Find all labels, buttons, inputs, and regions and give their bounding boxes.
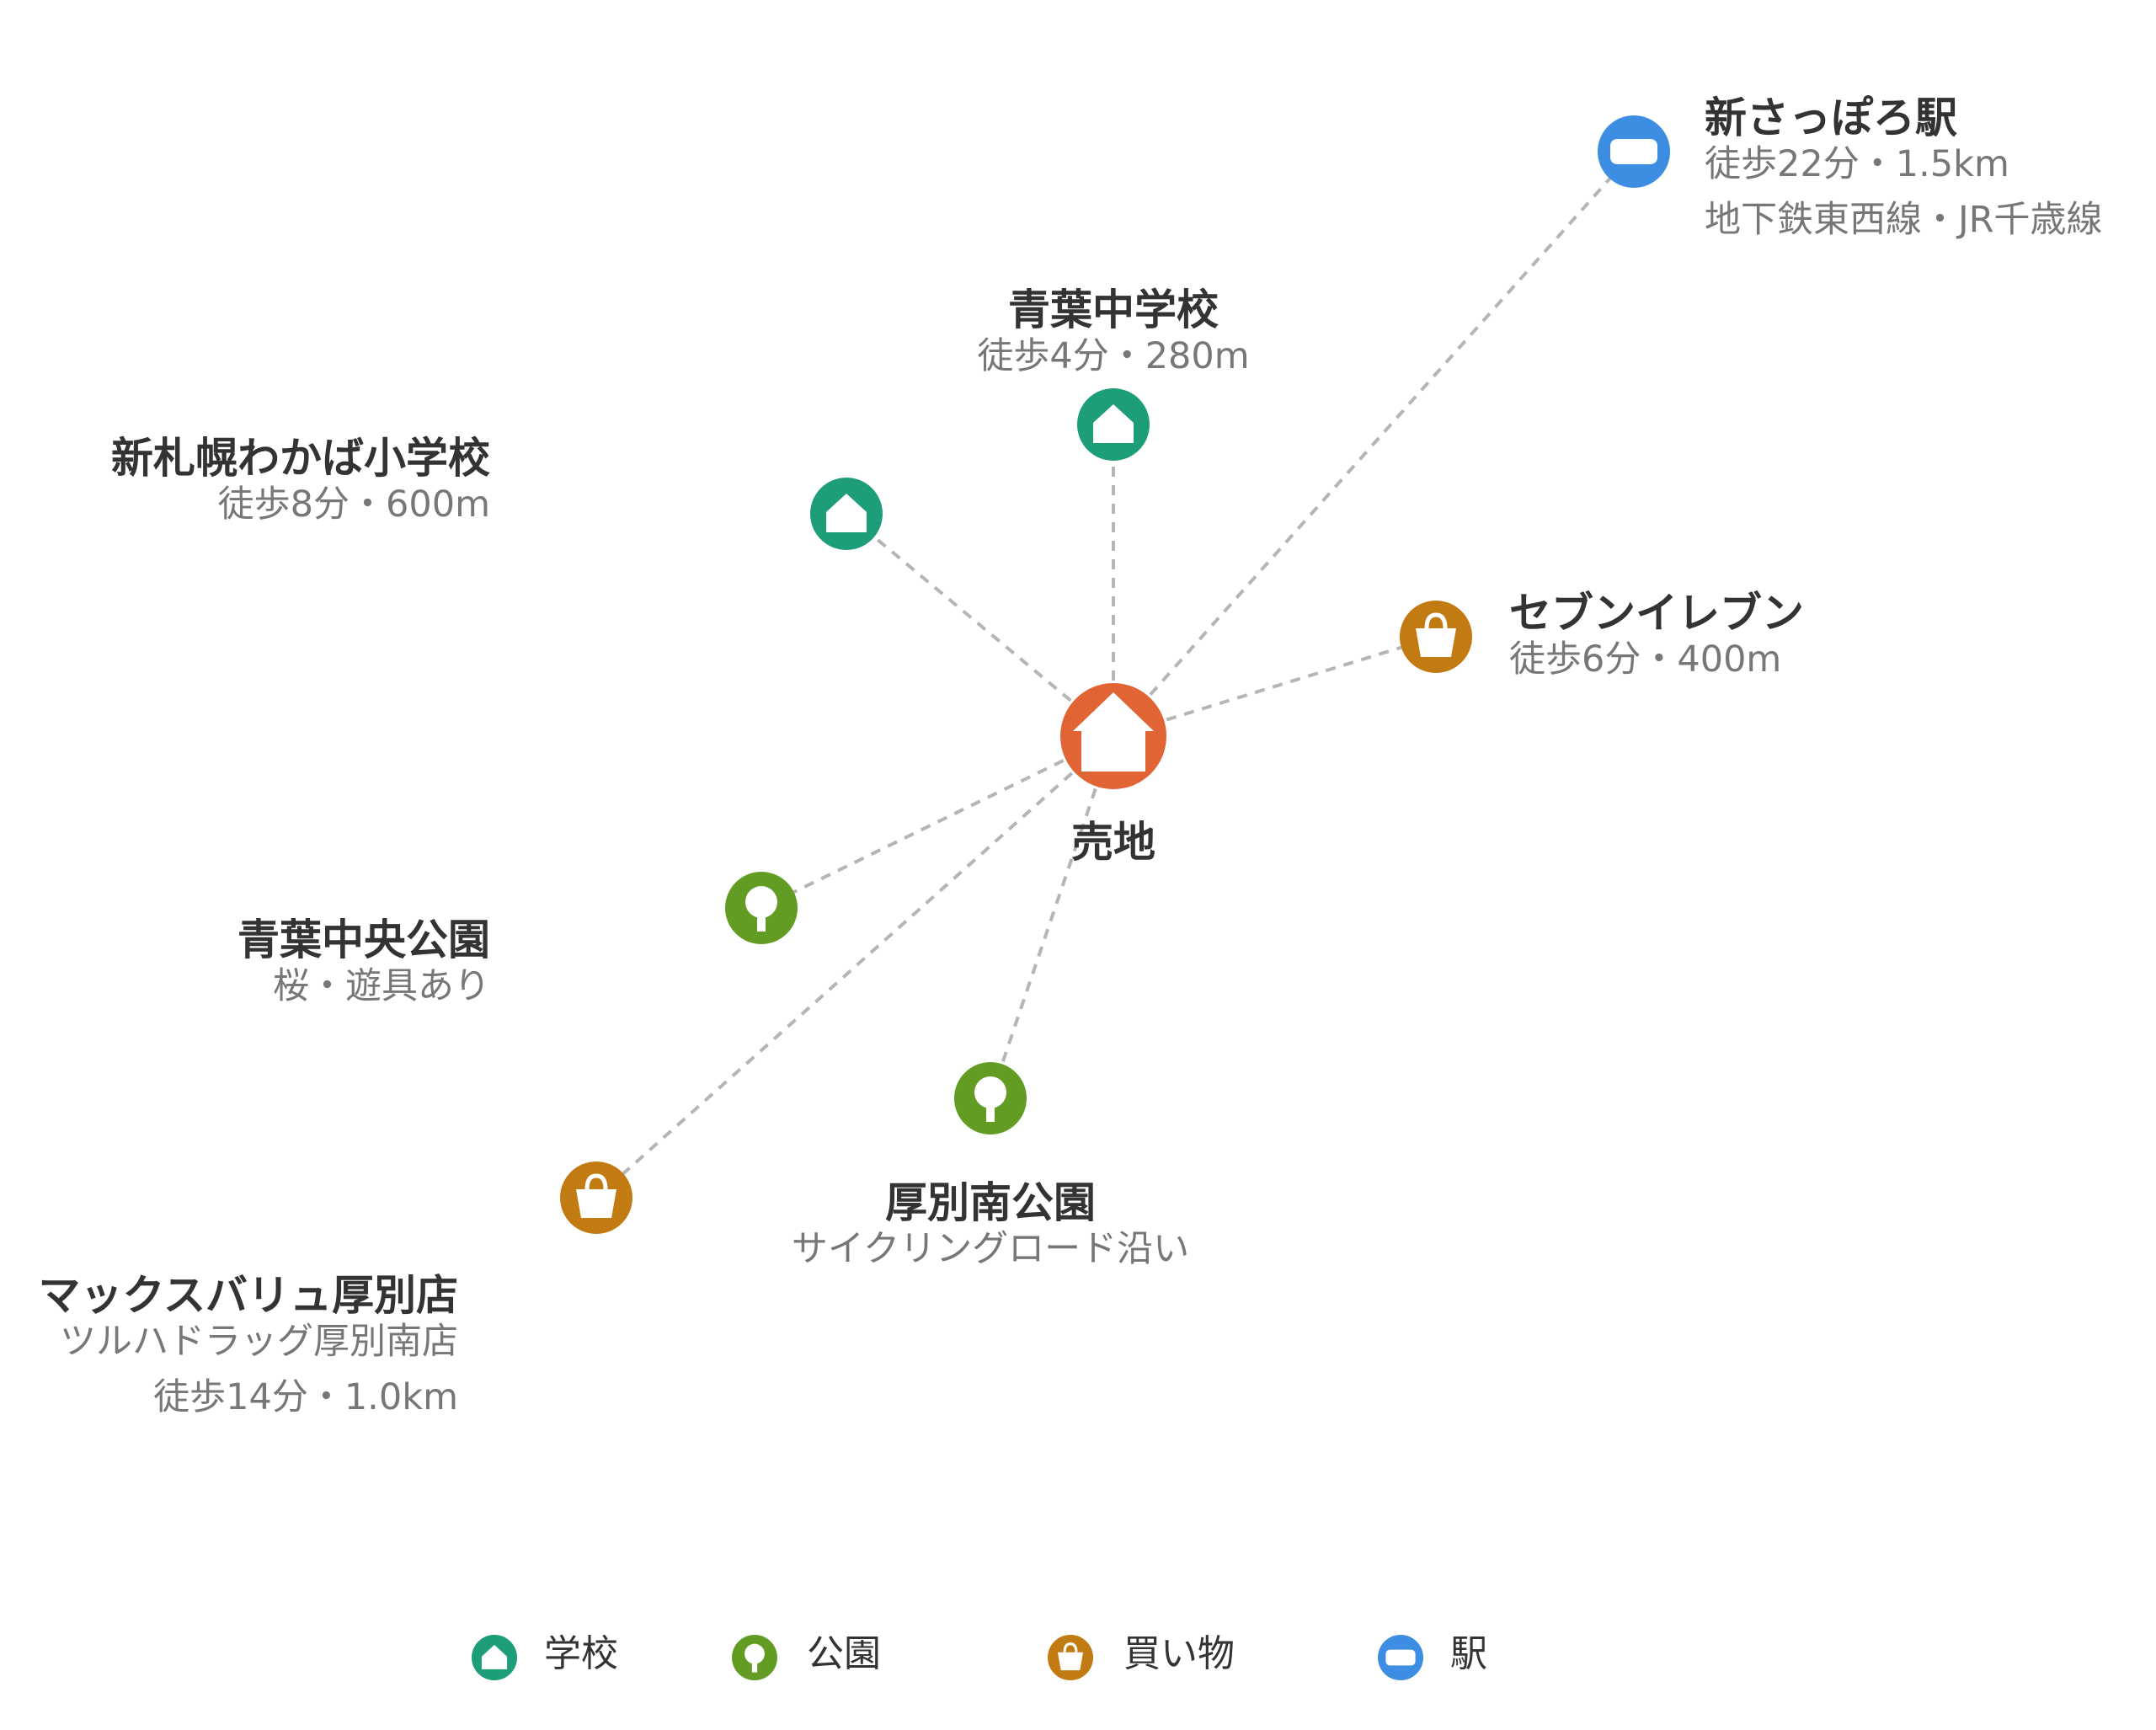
legend-icon-school — [472, 1635, 517, 1680]
poi-name: 新札幌わかば小学校 — [111, 434, 490, 483]
tree-trunk-icon — [986, 1102, 995, 1122]
shopping-bag-icon — [576, 1189, 616, 1218]
poi-name: マックスバリュ厚別店 — [38, 1271, 459, 1320]
label-aoba-junior-high: 青葉中学校 徒歩4分・280m — [977, 285, 1249, 379]
connector-atsubetsu-minami-park — [989, 735, 1115, 1099]
tree-trunk-icon — [751, 1659, 758, 1673]
connector-seven-eleven — [1113, 635, 1437, 738]
school-icon — [481, 1644, 508, 1669]
bag-handle-icon — [1424, 612, 1448, 629]
legend-label-school: 学校 — [544, 1632, 618, 1675]
bag-handle-icon — [584, 1173, 608, 1190]
tree-icon — [745, 886, 777, 918]
connector-aoba-central-park — [760, 734, 1114, 910]
shopping-bag-icon — [1057, 1652, 1084, 1671]
poi-detail: 徒歩6分・400m — [1509, 638, 1782, 681]
legend-icons — [472, 1635, 1423, 1680]
poi-name: 厚別南公園 — [884, 1178, 1096, 1227]
poi-name: セブンイレブン — [1509, 589, 1804, 638]
train-icon — [1610, 139, 1657, 164]
tree-icon — [744, 1643, 765, 1664]
legend-label-shopping: 買い物 — [1123, 1632, 1235, 1675]
label-new-sapporo-station: 新さっぽろ駅 徒歩22分・1.5km 地下鉄東西線・JR千歳線 — [1705, 93, 2103, 242]
label-seven-eleven: セブンイレブン 徒歩6分・400m — [1509, 588, 1804, 682]
poi-detail: 桜・遊具あり — [273, 965, 490, 1007]
legend-icon-park — [732, 1635, 777, 1680]
poi-detail: サイクリングロード沿い — [791, 1228, 1190, 1270]
tree-trunk-icon — [757, 911, 766, 932]
marker-aoba-junior-high — [1077, 388, 1150, 461]
legend-icon-shopping — [1048, 1635, 1093, 1680]
tree-icon — [974, 1076, 1006, 1108]
poi-detail: ツルハドラッグ厚別南店 — [60, 1321, 458, 1363]
poi-detail: 徒歩4分・280m — [977, 335, 1250, 377]
marker-new-sapporo-station — [1598, 115, 1670, 188]
marker-atsubetsu-minami-park — [954, 1062, 1027, 1135]
label-wakaba-elementary: 新札幌わかば小学校 徒歩8分・600m — [111, 433, 490, 527]
legend-label-park: 公園 — [807, 1632, 881, 1675]
house-icon — [1073, 692, 1154, 772]
poi-detail: 徒歩22分・1.5km — [1705, 143, 2009, 185]
label-atsubetsu-minami-park: 厚別南公園 サイクリングロード沿い — [792, 1177, 1189, 1272]
marker-aoba-central-park — [725, 872, 798, 944]
label-aoba-central-park: 青葉中央公園 桜・遊具あり — [237, 915, 490, 1009]
connector-maxvalu-atsubetsu — [595, 734, 1115, 1199]
poi-name: 新さっぽろ駅 — [1705, 93, 1957, 142]
school-icon — [826, 494, 867, 532]
legend-label-station: 駅 — [1450, 1632, 1487, 1675]
marker-seven-eleven — [1400, 601, 1472, 673]
poi-name: 青葉中学校 — [1007, 286, 1219, 334]
school-icon — [1093, 404, 1134, 443]
shopping-bag-icon — [1416, 628, 1456, 657]
poi-detail: 徒歩8分・600m — [217, 483, 490, 526]
legend-icon-station — [1378, 1635, 1423, 1680]
marker-wakaba-elementary — [810, 478, 883, 550]
markers — [560, 115, 1670, 1234]
marker-center — [1060, 683, 1166, 789]
center-label: 売地 — [1071, 818, 1155, 867]
label-maxvalu-atsubetsu: マックスバリュ厚別店 ツルハドラッグ厚別南店 徒歩14分・1.0km — [39, 1270, 459, 1419]
connector-lines — [595, 150, 1636, 1199]
bag-handle-icon — [1063, 1642, 1078, 1653]
poi-name: 青葉中央公園 — [237, 916, 490, 964]
center-label-box: 売地 — [1071, 817, 1155, 868]
connector-wakaba-elementary — [845, 512, 1115, 738]
poi-detail: 徒歩14分・1.0km — [153, 1375, 458, 1418]
connector-new-sapporo-station — [1112, 150, 1636, 738]
marker-maxvalu-atsubetsu — [560, 1161, 632, 1234]
poi-detail: 地下鉄東西線・JR千歳線 — [1705, 198, 2103, 241]
train-icon — [1385, 1649, 1416, 1666]
